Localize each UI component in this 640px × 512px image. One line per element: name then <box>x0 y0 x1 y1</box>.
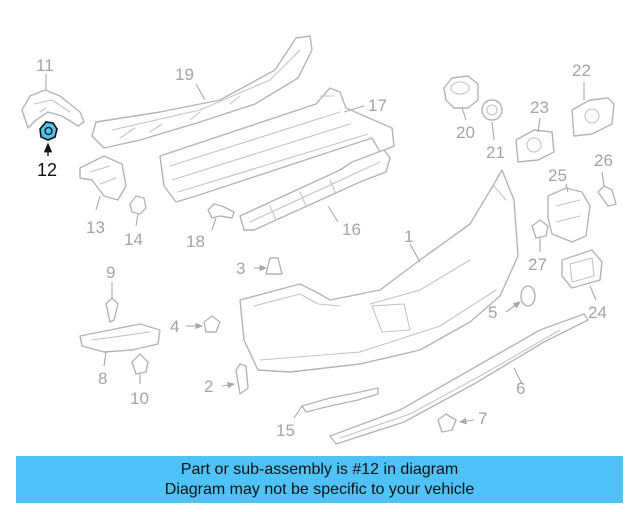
part-24-module: 24 <box>561 249 607 322</box>
callout-19: 19 <box>175 65 194 84</box>
callout-1: 1 <box>404 227 413 246</box>
part-4-clip: 4 <box>170 315 221 336</box>
part-13-bracket: 13 <box>79 155 127 237</box>
part-7-clip: 7 <box>437 409 487 433</box>
part-9-screw: 9 <box>105 263 119 323</box>
part-16-absorber: 16 <box>239 149 391 239</box>
callout-9: 9 <box>106 263 115 282</box>
part-19-absorber: 19 <box>91 35 313 149</box>
callout-22: 22 <box>572 61 591 80</box>
callout-10: 10 <box>130 389 149 408</box>
callout-15: 15 <box>276 421 295 440</box>
callout-4: 4 <box>170 317 179 336</box>
callout-21: 21 <box>486 143 505 162</box>
part-17-beam: 17 <box>159 87 395 203</box>
callout-27: 27 <box>528 255 547 274</box>
part-12-clip-nut: 12 <box>37 121 58 180</box>
part-23-holder: 23 <box>515 98 555 163</box>
callout-23: 23 <box>530 98 549 117</box>
info-banner: Part or sub-assembly is #12 in diagram D… <box>16 456 623 503</box>
callout-13: 13 <box>86 218 105 237</box>
callout-18: 18 <box>186 232 205 251</box>
part-20-sensor: 20 <box>443 75 479 142</box>
part-10-clip: 10 <box>130 353 149 408</box>
callout-5: 5 <box>488 303 497 322</box>
part-18-bolt: 18 <box>186 203 235 251</box>
part-2-bolt: 2 <box>204 363 249 396</box>
callout-17: 17 <box>368 96 387 115</box>
part-27-clip: 27 <box>528 219 549 274</box>
callout-16: 16 <box>342 220 361 239</box>
callout-8: 8 <box>98 369 107 388</box>
callout-7: 7 <box>478 409 487 428</box>
callout-2: 2 <box>204 377 213 396</box>
banner-line-1: Part or sub-assembly is #12 in diagram <box>180 461 459 478</box>
callout-3: 3 <box>236 259 245 278</box>
part-11-bracket: 11 <box>21 56 85 129</box>
part-1-bumper-cover: 1 <box>239 169 519 373</box>
callout-25: 25 <box>548 166 567 185</box>
callout-6: 6 <box>516 379 525 398</box>
part-6-valance: 6 <box>329 313 589 445</box>
part-8-bracket: 8 <box>79 323 161 388</box>
part-15-trim: 15 <box>276 387 379 440</box>
callout-11: 11 <box>36 56 54 75</box>
part-3-grommet: 3 <box>236 257 283 278</box>
part-21-ring: 21 <box>481 99 505 162</box>
part-14-clip: 14 <box>124 195 147 249</box>
part-26-screw: 26 <box>594 151 617 207</box>
parts-diagram: 11 12 19 17 16 20 21 <box>21 35 617 445</box>
callout-24: 24 <box>588 303 607 322</box>
callout-26: 26 <box>594 151 613 170</box>
banner-line-2: Diagram may not be specific to your vehi… <box>164 481 475 498</box>
part-25-bracket: 25 <box>547 166 591 243</box>
callout-14: 14 <box>124 230 143 249</box>
part-5-reflector: 5 <box>488 285 536 322</box>
part-22-bracket: 22 <box>571 61 615 137</box>
callout-12: 12 <box>37 160 57 180</box>
callout-20: 20 <box>456 123 475 142</box>
